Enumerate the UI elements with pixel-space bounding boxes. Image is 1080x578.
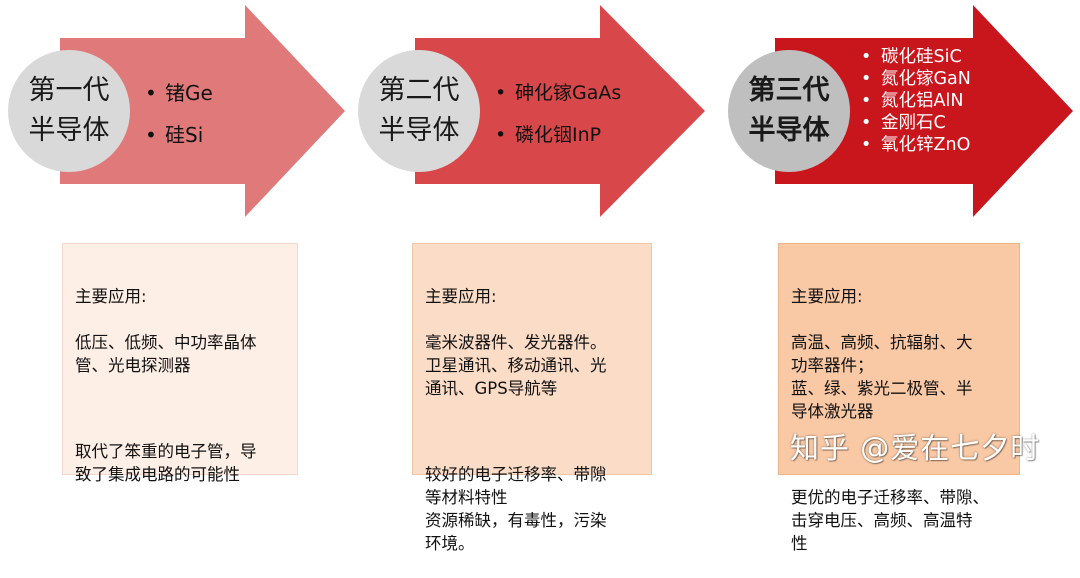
applications-heading: 主要应用: [75, 287, 147, 306]
generation-1-applications-card: 主要应用: 低压、低频、中功率晶体 管、光电探测器 取代了笨重的电子管，导 致了… [62, 243, 298, 484]
generation-2-materials: 砷化镓GaAs 磷化铟InP [495, 72, 621, 156]
material-item: 锗Ge [145, 72, 213, 114]
features-text: 更优的电子迁移率、带隙、 击穿电压、高频、高温特 性 [791, 488, 989, 553]
generation-1-title-line2: 半导体 [28, 115, 110, 146]
material-item: 磷化铟InP [495, 114, 621, 156]
watermark: 知乎 @爱在七夕时 [790, 431, 1041, 465]
applications-text: 毫米波器件、发光器件。 卫星通讯、移动通讯、光 通讯、GPS导航等 [425, 333, 607, 398]
features-text: 较好的电子迁移率、带隙 等材料特性 资源稀缺，有毒性，污染 环境。 [425, 465, 607, 553]
generation-2-title-line1: 第二代 [378, 75, 460, 106]
material-item: 金刚石C [861, 112, 971, 134]
generation-2-applications-card: 主要应用: 毫米波器件、发光器件。 卫星通讯、移动通讯、光 通讯、GPS导航等 … [412, 243, 652, 553]
applications-text: 高温、高频、抗辐射、大 功率器件； 蓝、绿、紫光二极管、半 导体激光器 [791, 333, 973, 421]
material-item: 氮化铝AlN [861, 90, 971, 112]
generation-3-applications-card: 主要应用: 高温、高频、抗辐射、大 功率器件； 蓝、绿、紫光二极管、半 导体激光… [778, 243, 1020, 553]
features-text: 取代了笨重的电子管，导 致了集成电路的可能性 [75, 442, 257, 484]
generation-2: 第二代 半导体 砷化镓GaAs 磷化铟InP [355, 0, 715, 230]
generation-3-title-line1: 第三代 [748, 75, 830, 106]
material-item: 氧化锌ZnO [861, 134, 971, 156]
generation-3: 第三代 半导体 碳化硅SiC 氮化镓GaN 氮化铝AlN 金刚石C 氧化锌ZnO [715, 0, 1075, 230]
generation-1: 第一代 半导体 锗Ge 硅Si [0, 0, 360, 230]
material-item: 砷化镓GaAs [495, 72, 621, 114]
material-item: 碳化硅SiC [861, 46, 971, 68]
generation-2-title-line2: 半导体 [378, 115, 460, 146]
generation-1-title-line1: 第一代 [28, 75, 110, 106]
applications-text: 低压、低频、中功率晶体 管、光电探测器 [75, 333, 257, 375]
material-item: 氮化镓GaN [861, 68, 971, 90]
generation-2-title: 第二代 半导体 [358, 50, 480, 172]
generation-3-title-line2: 半导体 [748, 115, 830, 146]
material-item: 硅Si [145, 114, 213, 156]
applications-heading: 主要应用: [425, 287, 497, 306]
applications-heading: 主要应用: [791, 287, 863, 306]
generation-1-title: 第一代 半导体 [8, 50, 130, 172]
generation-1-materials: 锗Ge 硅Si [145, 72, 213, 156]
generation-3-title: 第三代 半导体 [728, 50, 850, 172]
generation-3-materials: 碳化硅SiC 氮化镓GaN 氮化铝AlN 金刚石C 氧化锌ZnO [861, 46, 971, 156]
